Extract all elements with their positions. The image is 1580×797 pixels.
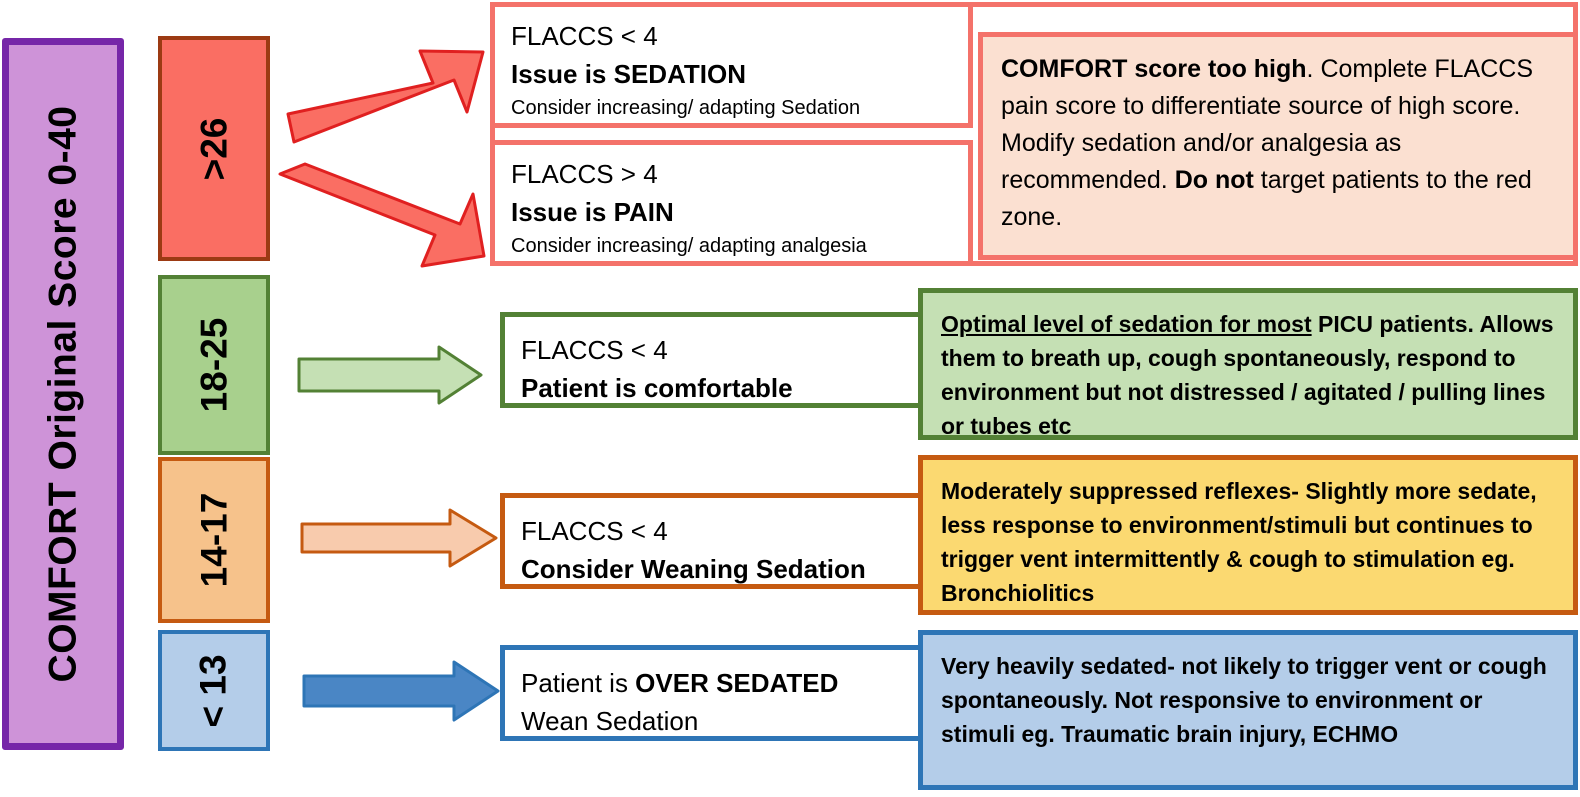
score-band-green[interactable]: 18-25 [158,275,270,455]
page-title: COMFORT Original Score 0-40 [41,105,85,683]
score-band-label-red: >26 [192,117,234,180]
score-band-label-green: 18-25 [192,317,234,413]
flaccs-criteria-sedation: FLACCS < 4 [511,21,658,51]
arrow-red-up-icon [286,49,485,144]
over-sedated-line: Patient is OVER SEDATED [521,664,923,702]
action-box-weaning[interactable]: FLACCS < 4 Consider Weaning Sedation [500,493,928,589]
action-box-sedation[interactable]: FLACCS < 4 Issue is SEDATION Consider in… [490,2,973,128]
arrow-orange-icon [300,508,498,568]
info-red-bold-lead: COMFORT score too high [1001,55,1307,83]
action-box-comfortable[interactable]: FLACCS < 4 Patient is comfortable [500,312,950,408]
info-green-body: PICU patients. Allows them to breath up,… [941,311,1554,439]
info-panel-red-text: COMFORT score too high. Complete FLACCS … [1001,51,1557,236]
issue-headline-orange: Consider Weaning Sedation [521,554,866,584]
arrow-red-down-icon [278,162,486,268]
info-red-bold-tail: Do not [1174,166,1254,194]
info-panel-blue: Very heavily sedated- not likely to trig… [918,630,1578,790]
issue-headline-green: Patient is comfortable [521,373,793,403]
score-band-label-blue: < 13 [192,653,234,728]
issue-detail-pain: Consider increasing/ adapting analgesia [511,235,867,257]
wean-sedation-line: Wean Sedation [521,706,699,736]
flaccs-criteria-green: FLACCS < 4 [521,335,668,365]
comfort-score-title-box: COMFORT Original Score 0-40 [2,38,124,750]
arrow-green-icon [297,345,483,405]
action-box-pain[interactable]: FLACCS > 4 Issue is PAIN Consider increa… [490,140,973,266]
info-red-body: . Complete FLACCS pain score to differen… [1001,55,1534,194]
flaccs-criteria-pain: FLACCS > 4 [511,159,658,189]
over-sedated-bold: OVER SEDATED [635,668,839,698]
issue-detail-sedation: Consider increasing/ adapting Sedation [511,97,861,119]
score-band-orange[interactable]: 14-17 [158,457,270,623]
info-green-underlined: Optimal level of sedation for most [941,311,1312,337]
arrow-blue-icon [302,660,500,722]
info-panel-orange-text: Moderately suppressed reflexes- Slightly… [941,478,1537,606]
info-panel-green: Optimal level of sedation for most PICU … [918,288,1578,440]
score-band-blue[interactable]: < 13 [158,630,270,751]
action-box-over-sedated[interactable]: Patient is OVER SEDATED Wean Sedation [500,645,928,741]
score-band-red[interactable]: >26 [158,36,270,261]
flaccs-criteria-orange: FLACCS < 4 [521,516,668,546]
issue-headline-sedation: Issue is SEDATION [511,59,747,89]
info-panel-red: COMFORT score too high. Complete FLACCS … [978,32,1578,260]
issue-headline-pain: Issue is PAIN [511,197,674,227]
over-sedated-prefix: Patient is [521,668,636,698]
info-red-body-tail: target patients to the red zone. [1001,166,1532,231]
info-panel-green-text: Optimal level of sedation for most PICU … [941,307,1557,443]
info-panel-orange: Moderately suppressed reflexes- Slightly… [918,455,1578,615]
info-panel-blue-text: Very heavily sedated- not likely to trig… [941,653,1547,747]
score-band-label-orange: 14-17 [192,492,234,588]
